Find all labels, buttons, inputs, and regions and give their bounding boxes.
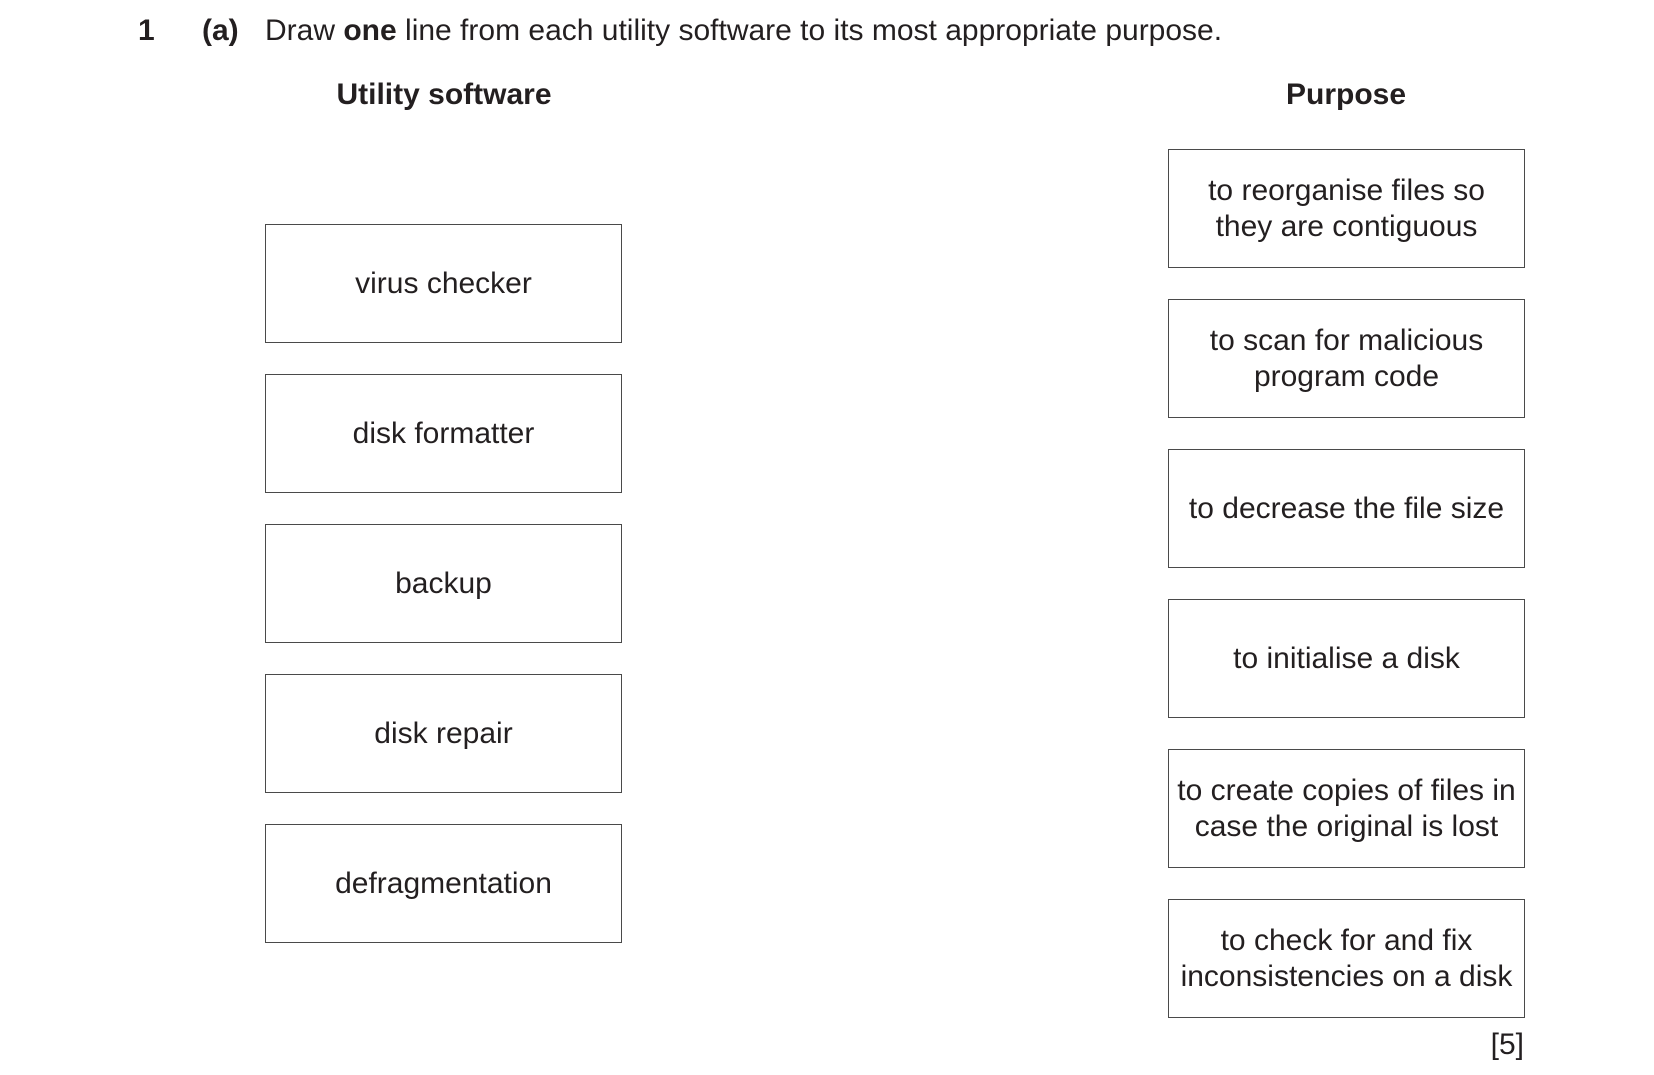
utility-box-defragmentation[interactable]: defragmentation [265,824,622,943]
purpose-box-create-copies[interactable]: to create copies of files in case the or… [1168,749,1525,868]
utility-box-disk-repair[interactable]: disk repair [265,674,622,793]
utility-box-backup[interactable]: backup [265,524,622,643]
purpose-box-scan-malicious-code[interactable]: to scan for malicious program code [1168,299,1525,418]
utility-box-disk-formatter[interactable]: disk formatter [265,374,622,493]
marks-allocation: [5] [1490,1028,1524,1061]
question-number: 1 [138,14,155,47]
purpose-heading: Purpose [1285,78,1407,111]
utility-software-heading: Utility software [336,78,552,111]
instruction-text-start: Draw [265,14,344,47]
utility-box-virus-checker[interactable]: virus checker [265,224,622,343]
purpose-box-reorganise-files[interactable]: to reorganise files so they are contiguo… [1168,149,1525,268]
question-part: (a) [202,14,239,47]
question-instruction: Draw one line from each utility software… [265,14,1222,48]
instruction-emphasis: one [343,14,397,47]
instruction-text-end: line from each utility software to its m… [396,14,1223,47]
purpose-box-check-fix-disk[interactable]: to check for and fix inconsistencies on … [1168,899,1525,1018]
purpose-box-initialise-disk[interactable]: to initialise a disk [1168,599,1525,718]
purpose-box-decrease-file-size[interactable]: to decrease the file size [1168,449,1525,568]
